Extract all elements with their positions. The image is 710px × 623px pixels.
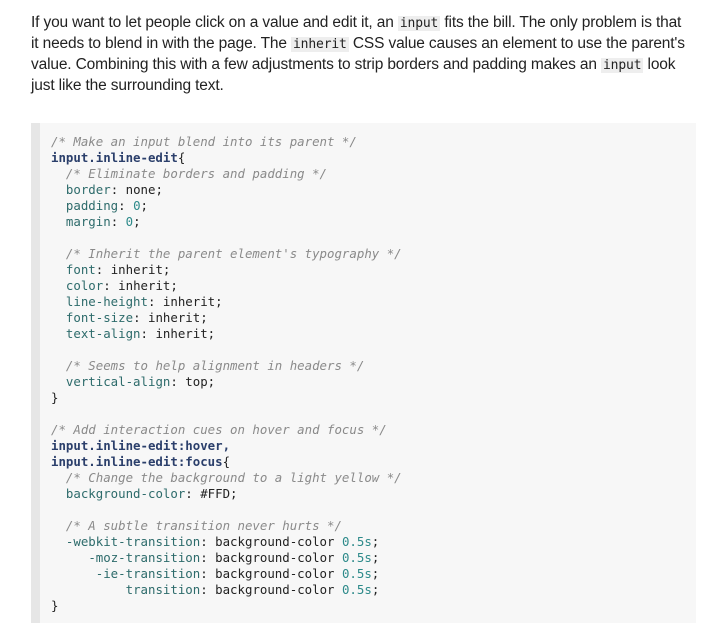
intro-paragraph: If you want to let people click on a val… — [31, 13, 691, 96]
code-property: text-align — [65, 326, 141, 341]
code-line: /* A subtle transition never hurts */ — [51, 518, 696, 534]
code-property: -ie-transition — [95, 566, 201, 581]
code-line: text-align: inherit; — [65, 326, 216, 341]
code-value: inherit — [110, 262, 163, 277]
code-value: inherit — [155, 326, 208, 341]
code-comment: /* A subtle transition never hurts */ — [65, 518, 342, 533]
code-line: } — [51, 390, 696, 406]
code-number: 0.5s — [341, 566, 372, 581]
code-line-blank — [51, 230, 696, 246]
intro-text-3: CSS value causes an element to use the p… — [31, 35, 685, 73]
code-property: font — [65, 262, 96, 277]
code-line: /* Make an input blend into its parent *… — [51, 134, 696, 150]
code-line-blank — [51, 502, 696, 518]
code-value: inherit — [147, 310, 201, 325]
code-comment: /* Seems to help alignment in headers */ — [65, 358, 365, 373]
code-line-blank — [51, 406, 696, 422]
code-brace: } — [51, 390, 59, 405]
inline-code-input: input — [397, 16, 441, 31]
code-value: #FFD — [200, 486, 231, 501]
code-comment: /* Inherit the parent element's typograp… — [65, 246, 402, 261]
code-line: padding: 0; — [65, 198, 148, 213]
code-line: font: inherit; — [65, 262, 171, 277]
code-line: margin: 0; — [65, 214, 141, 229]
code-number: 0.5s — [341, 534, 372, 549]
inline-code-inherit: inherit — [290, 37, 349, 52]
intro-text-4: look just like the surrounding text. — [31, 56, 676, 94]
code-value: none — [125, 182, 156, 197]
code-line: font-size: inherit; — [65, 310, 208, 325]
code-line: /* Add interaction cues on hover and foc… — [51, 422, 696, 438]
code-property: -webkit-transition — [65, 534, 201, 549]
code-brace: { — [177, 150, 186, 165]
code-property: color — [65, 278, 104, 293]
code-selector: input.inline-edit — [51, 150, 178, 165]
code-number: 0 — [133, 198, 141, 213]
article-body: If you want to let people click on a val… — [31, 13, 691, 96]
code-value: background-color — [215, 582, 335, 597]
code-property: padding — [65, 198, 119, 213]
code-value: background-color — [215, 566, 335, 581]
code-number: 0.5s — [341, 550, 372, 565]
code-line: line-height: inherit; — [65, 294, 223, 309]
code-property: border — [65, 182, 111, 197]
code-line: transition: background-color 0.5s; — [125, 582, 380, 597]
code-comment: /* Eliminate borders and padding */ — [65, 166, 328, 181]
code-line: input.inline-edit:focus{ — [51, 454, 696, 470]
code-line: vertical-align: top; — [65, 374, 216, 389]
code-property: line-height — [65, 294, 148, 309]
code-line: -moz-transition: background-color 0.5s; — [88, 550, 380, 565]
code-line: -webkit-transition: background-color 0.5… — [65, 534, 380, 549]
inline-code-input-2: input — [600, 58, 644, 73]
code-line: color: inherit; — [65, 278, 178, 293]
code-property: transition — [125, 582, 201, 597]
code-number: 0 — [125, 214, 134, 229]
intro-text-2: fits the bill. The only problem is that … — [31, 14, 682, 52]
code-selector: input.inline-edit:focus — [51, 454, 223, 469]
css-code-block: /* Make an input blend into its parent *… — [31, 123, 696, 623]
code-line: border: none; — [65, 182, 163, 197]
code-value: background-color — [215, 534, 335, 549]
code-comment: /* Add interaction cues on hover and foc… — [51, 422, 387, 437]
code-line: input.inline-edit:hover, — [51, 438, 696, 454]
intro-text-1: If you want to let people click on a val… — [31, 14, 398, 31]
code-property: font-size — [65, 310, 134, 325]
code-value: inherit — [162, 294, 216, 309]
code-line: /* Seems to help alignment in headers */ — [51, 358, 696, 374]
code-line: } — [51, 598, 696, 614]
code-selector: input.inline-edit:hover, — [51, 438, 231, 453]
code-comment: /* Make an input blend into its parent *… — [51, 134, 357, 149]
code-line: -ie-transition: background-color 0.5s; — [95, 566, 380, 581]
code-comment: /* Change the background to a light yell… — [65, 470, 402, 485]
code-value: inherit — [118, 278, 171, 293]
code-brace: { — [222, 454, 231, 469]
code-property: -moz-transition — [88, 550, 201, 565]
code-line: input.inline-edit{ — [51, 150, 696, 166]
code-number: 0.5s — [341, 582, 372, 597]
code-property: background-color — [65, 486, 186, 501]
code-line-blank — [51, 342, 696, 358]
code-line: background-color: #FFD; — [65, 486, 238, 501]
code-property: vertical-align — [65, 374, 171, 389]
code-value: top — [185, 374, 208, 389]
code-line: /* Eliminate borders and padding */ — [51, 166, 696, 182]
code-brace: } — [51, 598, 59, 613]
code-line: /* Change the background to a light yell… — [51, 470, 696, 486]
code-line: /* Inherit the parent element's typograp… — [51, 246, 696, 262]
code-value: background-color — [215, 550, 335, 565]
code-property: margin — [65, 214, 111, 229]
